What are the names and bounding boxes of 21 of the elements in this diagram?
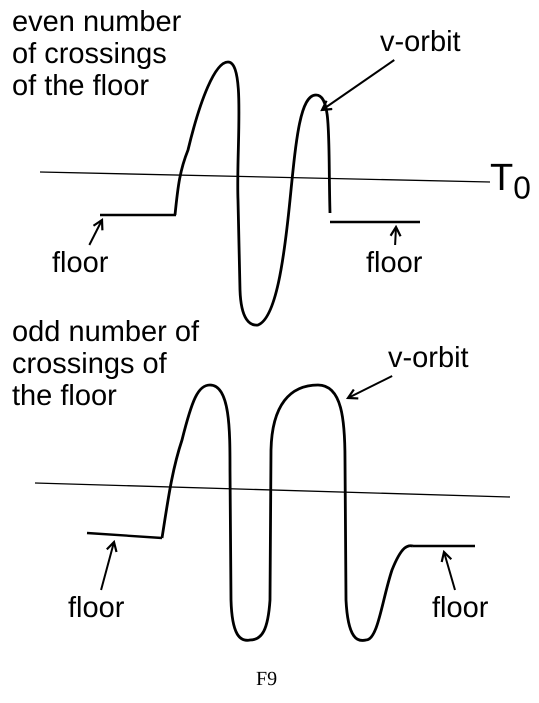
- leader-arrow: [389, 226, 402, 246]
- leader-arrow: [440, 550, 456, 590]
- leader-arrow: [320, 59, 395, 112]
- leader-arrow: [100, 540, 118, 590]
- heading-text: even number of crossings of the floor: [12, 6, 182, 102]
- floor-line: [86, 532, 162, 540]
- floor-line: [100, 214, 176, 216]
- figure-caption: F9: [256, 668, 278, 690]
- callout-label: floor: [68, 592, 124, 624]
- callout-label: floor: [366, 247, 422, 279]
- axis-label: T$_{0}$: [490, 158, 531, 208]
- floor-line: [413, 544, 475, 548]
- callout-label: floor: [52, 247, 108, 279]
- callout-label: v-orbit: [388, 342, 469, 374]
- orbit-curve: [160, 384, 414, 642]
- floor-line: [330, 220, 420, 224]
- leader-arrow: [346, 375, 393, 400]
- heading-text: odd number of crossings of the floor: [12, 316, 200, 412]
- callout-label: v-orbit: [380, 26, 461, 58]
- leader-arrow: [88, 218, 104, 246]
- callout-label: floor: [432, 592, 488, 624]
